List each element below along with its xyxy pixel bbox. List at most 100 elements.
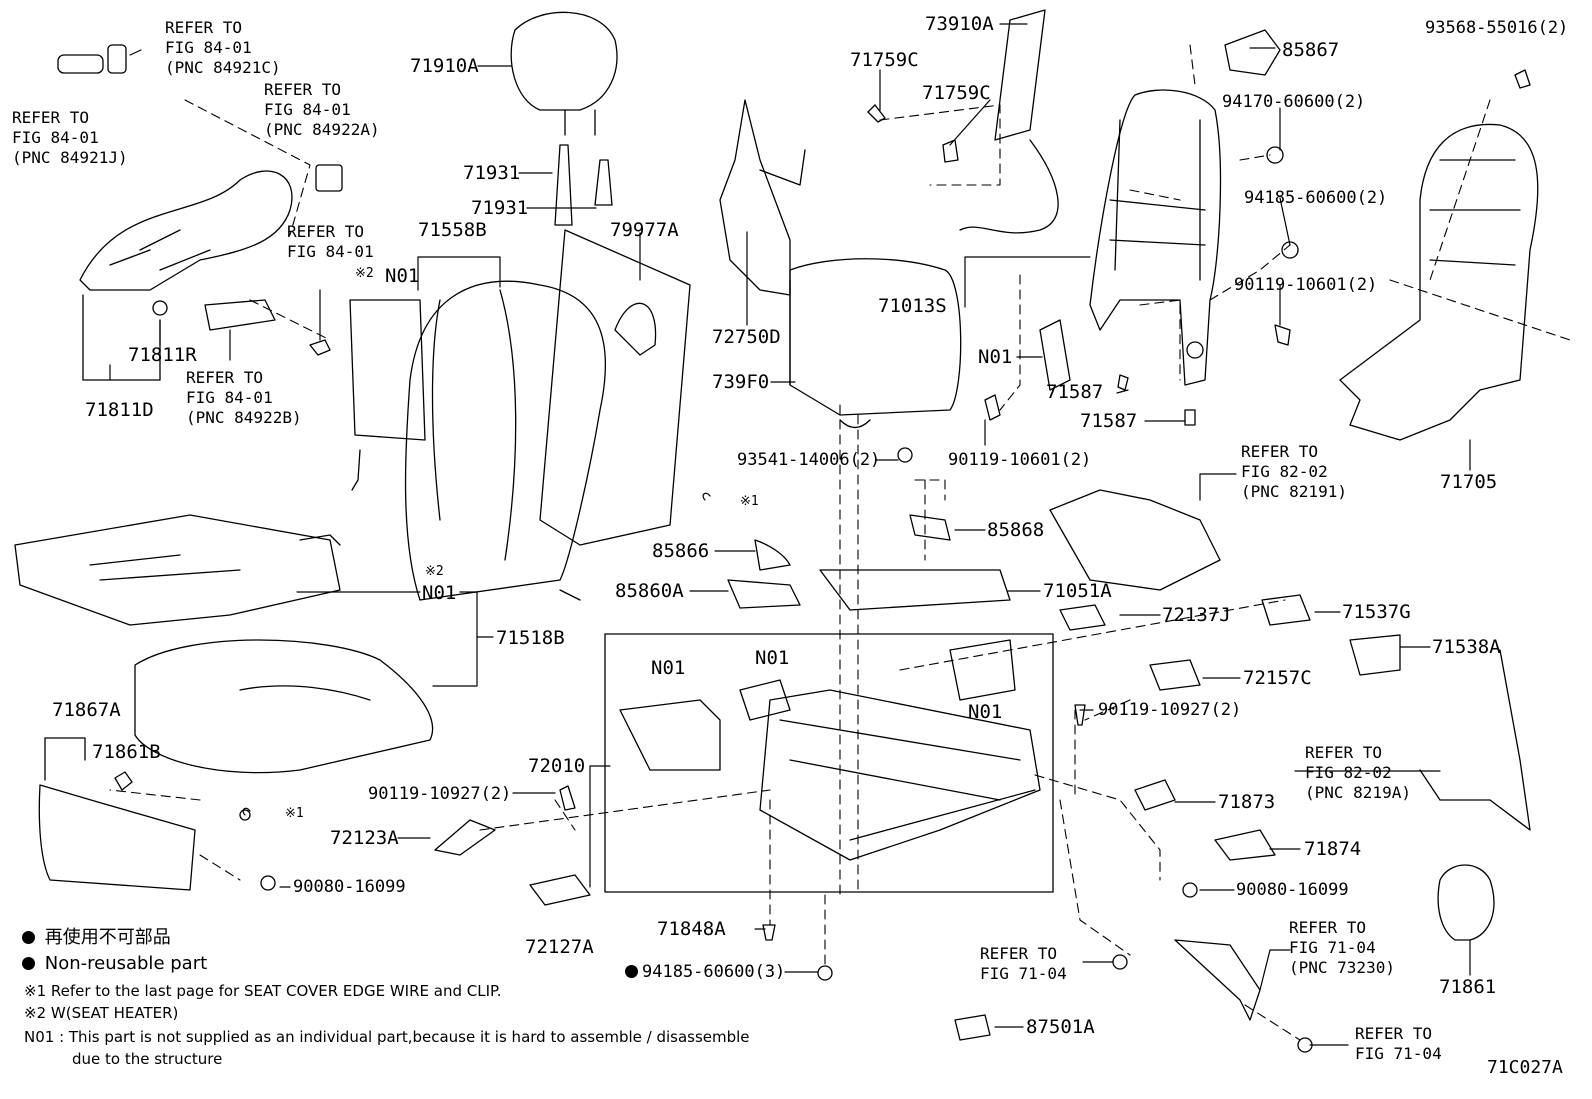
part-label: 71587: [1080, 410, 1138, 432]
clip-71759C-b: [942, 139, 959, 163]
legend-note-2: ※2 W(SEAT HEATER): [24, 1004, 179, 1022]
bracket-71874: [1214, 829, 1276, 861]
bracket-85868: [909, 514, 951, 541]
part-label: N01: [422, 582, 457, 604]
seatback-frame: [1089, 89, 1222, 386]
adjuster-assembly: [619, 639, 1041, 861]
bracket-85867: [1224, 29, 1281, 76]
part-label: 71558B: [418, 219, 487, 241]
clip-85866: [754, 539, 791, 571]
cushion-739F0: [789, 258, 962, 416]
cover-72157C: [1149, 659, 1201, 691]
part-label: 71537G: [1342, 601, 1411, 623]
part-label-text: 94185-60600(3): [642, 962, 786, 982]
part-label: 73910A: [925, 13, 994, 35]
front-panel-71867A: [38, 784, 196, 891]
bracket-72137J: [1059, 604, 1106, 631]
part-label: N01: [755, 647, 790, 669]
harness-8219A: [1419, 649, 1531, 831]
symbol-2: ※2: [355, 266, 374, 281]
part-label: 71013S: [878, 295, 947, 317]
part-label: N01: [968, 701, 1003, 723]
adjuster-box: [604, 633, 1054, 893]
part-label: 85868: [987, 519, 1045, 541]
headrest-71910A: [510, 11, 618, 226]
non-reusable-icon: [625, 965, 638, 978]
part-label: 90080-16099: [1236, 880, 1349, 900]
seat-heater-mat: [14, 514, 341, 626]
part-label: 71705: [1440, 471, 1498, 493]
reference-note: REFER TO FIG 84-01 (PNC 84921C): [165, 18, 281, 77]
part-label: 90119-10927(2): [368, 784, 512, 804]
reference-note: REFER TO FIG 84-01 (PNC 84921J): [12, 108, 128, 167]
cover-71538A: [1349, 634, 1401, 676]
seat-cushion-cover: [134, 639, 434, 774]
part-label: 71931: [463, 162, 521, 184]
reference-note: REFER TO FIG 84-01: [287, 222, 374, 261]
reference-note: REFER TO FIG 71-04: [980, 944, 1067, 983]
badge-84921J: [57, 54, 104, 74]
part-label: 72010: [528, 755, 586, 777]
part-label: 72157C: [1243, 667, 1312, 689]
part-label: 71848A: [657, 918, 726, 940]
symbol-1: ※1: [285, 806, 304, 821]
part-label: 71538A: [1432, 636, 1501, 658]
legend-japanese: 再使用不可部品: [22, 929, 171, 947]
reference-note: REFER TO FIG 84-01 (PNC 84922A): [264, 80, 380, 139]
part-label: 71867A: [52, 699, 121, 721]
module-84922A: [315, 164, 343, 192]
part-label: 71811D: [85, 399, 154, 421]
part-label: 85860A: [615, 580, 684, 602]
badge-84921C: [107, 44, 127, 74]
clip-symbols: [242, 492, 711, 816]
seatbelt-buckle: [1174, 939, 1261, 1021]
reference-note: REFER TO FIG 71-04: [1355, 1024, 1442, 1063]
seatback-cover: [404, 280, 607, 601]
part-label: 94185-60600(3): [625, 962, 785, 982]
module-87501A: [954, 1014, 991, 1041]
reference-note: REFER TO FIG 82-02 (PNC 82191): [1241, 442, 1347, 501]
part-label: 739F0: [712, 371, 770, 393]
part-label: 90119-10601(2): [1234, 275, 1378, 295]
part-label: 85866: [652, 540, 710, 562]
spring-71051A: [819, 569, 1011, 611]
shift-knob-71861: [1437, 864, 1495, 941]
side-shield: [79, 170, 293, 291]
recline-motor: [1039, 319, 1071, 391]
part-label: 93568-55016(2): [1425, 18, 1569, 38]
clip-71811R: [152, 300, 168, 316]
part-label: 90119-10601(2): [948, 450, 1092, 470]
cover-72127A: [529, 874, 591, 906]
back-board-71705: [1339, 123, 1539, 441]
seatback-board: [539, 229, 691, 546]
part-label: 71861: [1439, 976, 1497, 998]
part-label: 72127A: [525, 936, 594, 958]
part-label: 71759C: [922, 82, 991, 104]
legend-english: Non-reusable part: [22, 955, 207, 973]
airbag-73910A: [994, 9, 1046, 141]
part-label: N01: [978, 346, 1013, 368]
harness-82191: [1049, 489, 1221, 591]
symbol-2: ※2: [425, 564, 444, 579]
part-label: 71874: [1304, 838, 1362, 860]
part-label: 93541-14006(2): [737, 450, 881, 470]
switch-84922B: [204, 299, 276, 331]
part-label: 94170-60600(2): [1222, 92, 1366, 112]
part-label: 71931: [471, 197, 529, 219]
part-label: 71051A: [1043, 580, 1112, 602]
clip-71759C: [867, 104, 886, 123]
recliner-72750D: [719, 99, 806, 296]
assembly-lines: [109, 44, 1571, 1041]
part-label: 79977A: [610, 219, 679, 241]
leader-lines: [109, 23, 1471, 1046]
part-label: 71518B: [496, 627, 565, 649]
part-label: 85867: [1282, 39, 1340, 61]
part-label: 94185-60600(2): [1244, 188, 1388, 208]
figure-code: 71C027A: [1487, 1057, 1563, 1078]
part-label: N01: [385, 265, 420, 287]
non-reusable-icon: [22, 931, 35, 944]
part-label: 71811R: [128, 344, 197, 366]
legend-en-text: Non-reusable part: [44, 953, 208, 974]
reference-note: REFER TO FIG 84-01 (PNC 84922B): [186, 368, 302, 427]
